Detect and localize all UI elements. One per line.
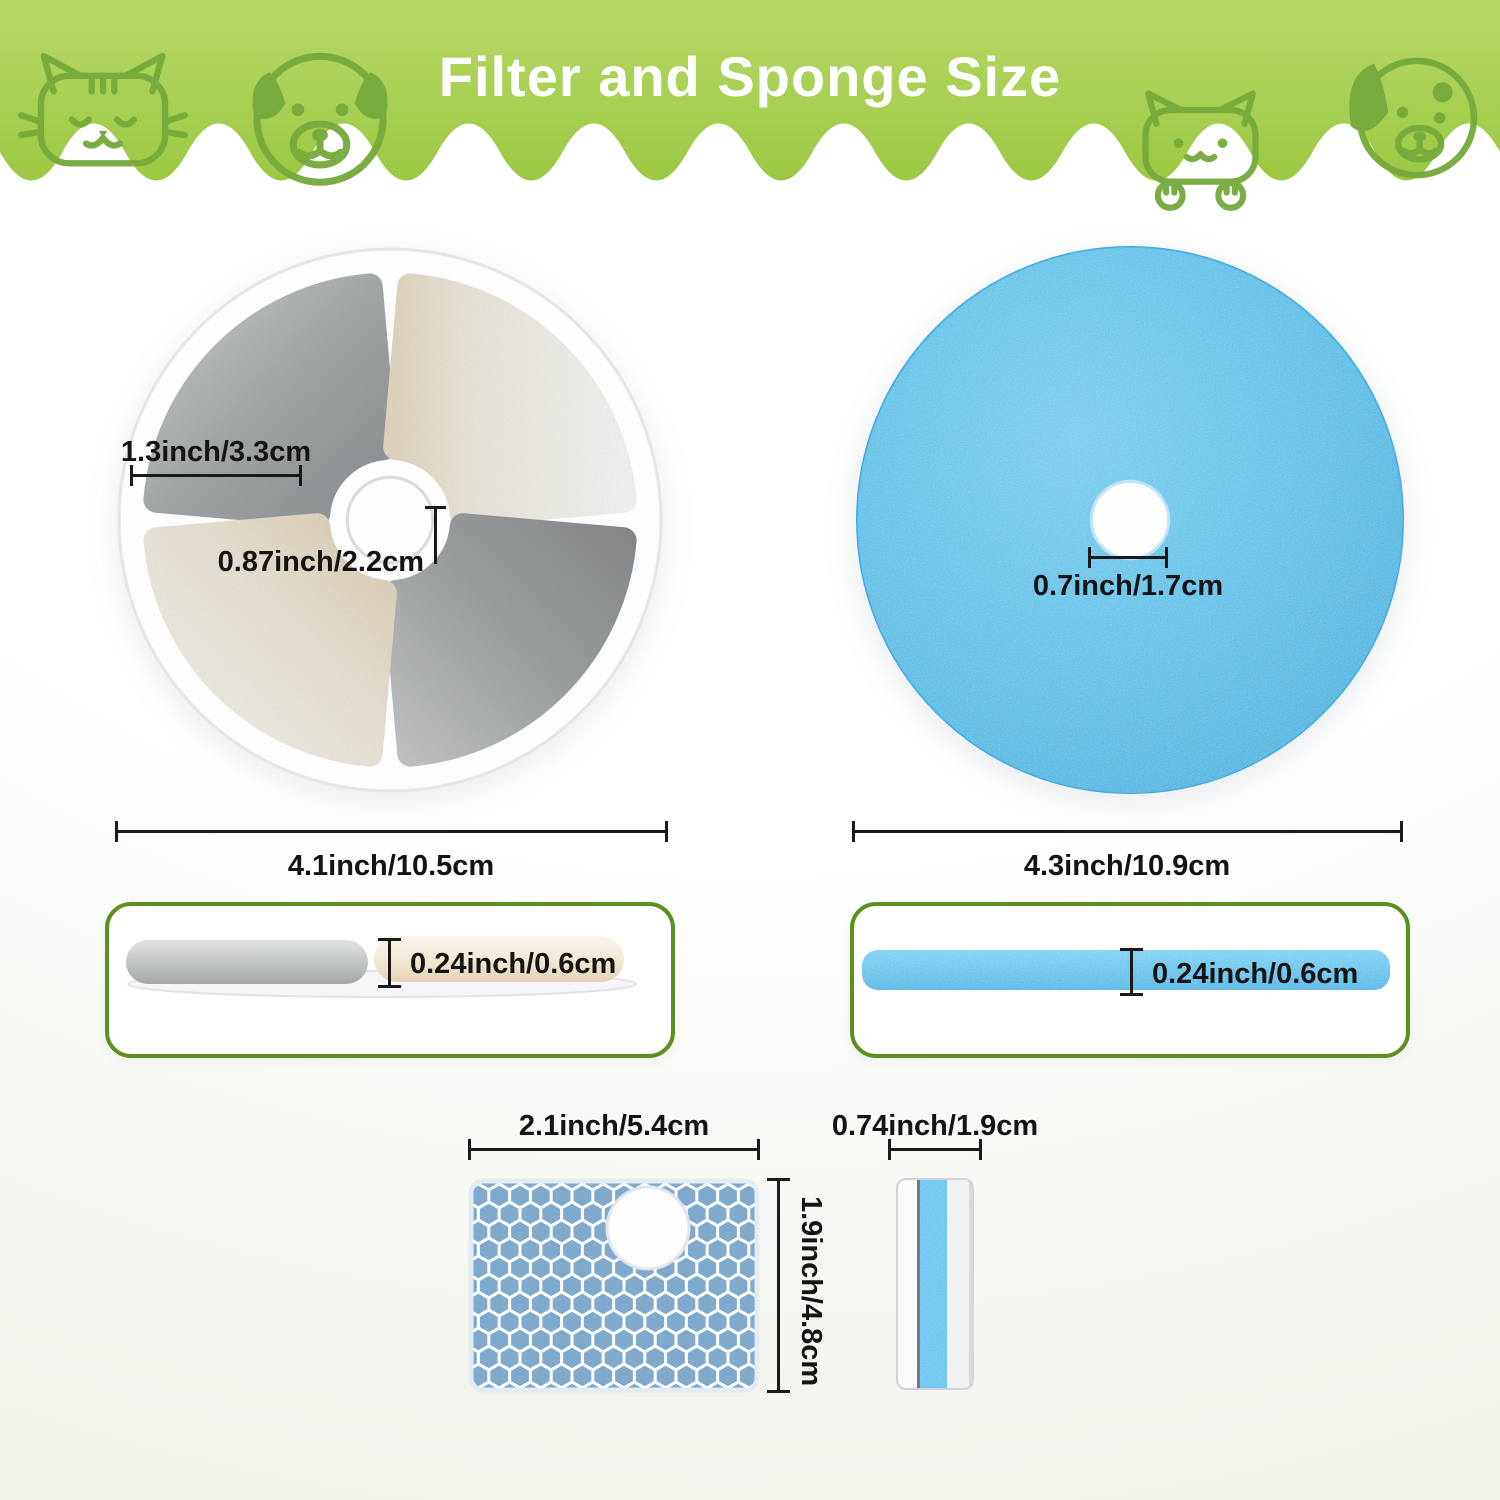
segment-width-label: 1.3inch/3.3cm xyxy=(120,436,312,468)
cat-icon xyxy=(18,52,188,167)
foam-sponge-top-view xyxy=(856,246,1404,794)
mesh-height-label: 1.9inch/4.8cm xyxy=(795,1196,827,1387)
mesh-width-label: 2.1inch/5.4cm xyxy=(518,1110,710,1142)
segment-width-line xyxy=(130,465,302,486)
mesh-hole xyxy=(605,1185,691,1271)
sponge-side-view xyxy=(862,950,1390,990)
filter-diameter-line xyxy=(115,821,668,842)
sponge-hole-line xyxy=(1088,547,1168,568)
sponge-strip-side-view xyxy=(896,1178,974,1390)
sponge-diameter-line xyxy=(852,821,1403,842)
dog-icon xyxy=(252,52,388,186)
carbon-filter-top-view xyxy=(117,247,663,793)
filter-diameter-label: 4.1inch/10.5cm xyxy=(287,850,495,882)
filter-hole-label: 0.87inch/2.2cm xyxy=(217,546,424,578)
sponge-hole-label: 0.7inch/1.7cm xyxy=(1032,570,1224,602)
dog-icon xyxy=(1349,57,1478,179)
filter-thickness-line xyxy=(378,938,401,988)
strip-width-line xyxy=(888,1139,982,1160)
sponge-thickness-line xyxy=(1120,948,1143,996)
strip-width-label: 0.74inch/1.9cm xyxy=(831,1110,1039,1142)
filter-thickness-label: 0.24inch/0.6cm xyxy=(410,948,617,980)
header-wave xyxy=(0,0,1500,181)
page-title: Filter and Sponge Size xyxy=(438,45,1062,108)
center-hole xyxy=(345,475,435,565)
mesh-filter xyxy=(468,1178,760,1393)
hole-leader-line xyxy=(425,506,446,564)
center-hole xyxy=(1089,479,1171,561)
sponge-thickness-label: 0.24inch/0.6cm xyxy=(1152,958,1359,990)
filter-side-view xyxy=(126,936,637,998)
mesh-width-line xyxy=(468,1139,760,1160)
mesh-height-line xyxy=(767,1178,790,1393)
sponge-diameter-label: 4.3inch/10.9cm xyxy=(1023,850,1231,882)
cat-icon xyxy=(1142,90,1259,211)
